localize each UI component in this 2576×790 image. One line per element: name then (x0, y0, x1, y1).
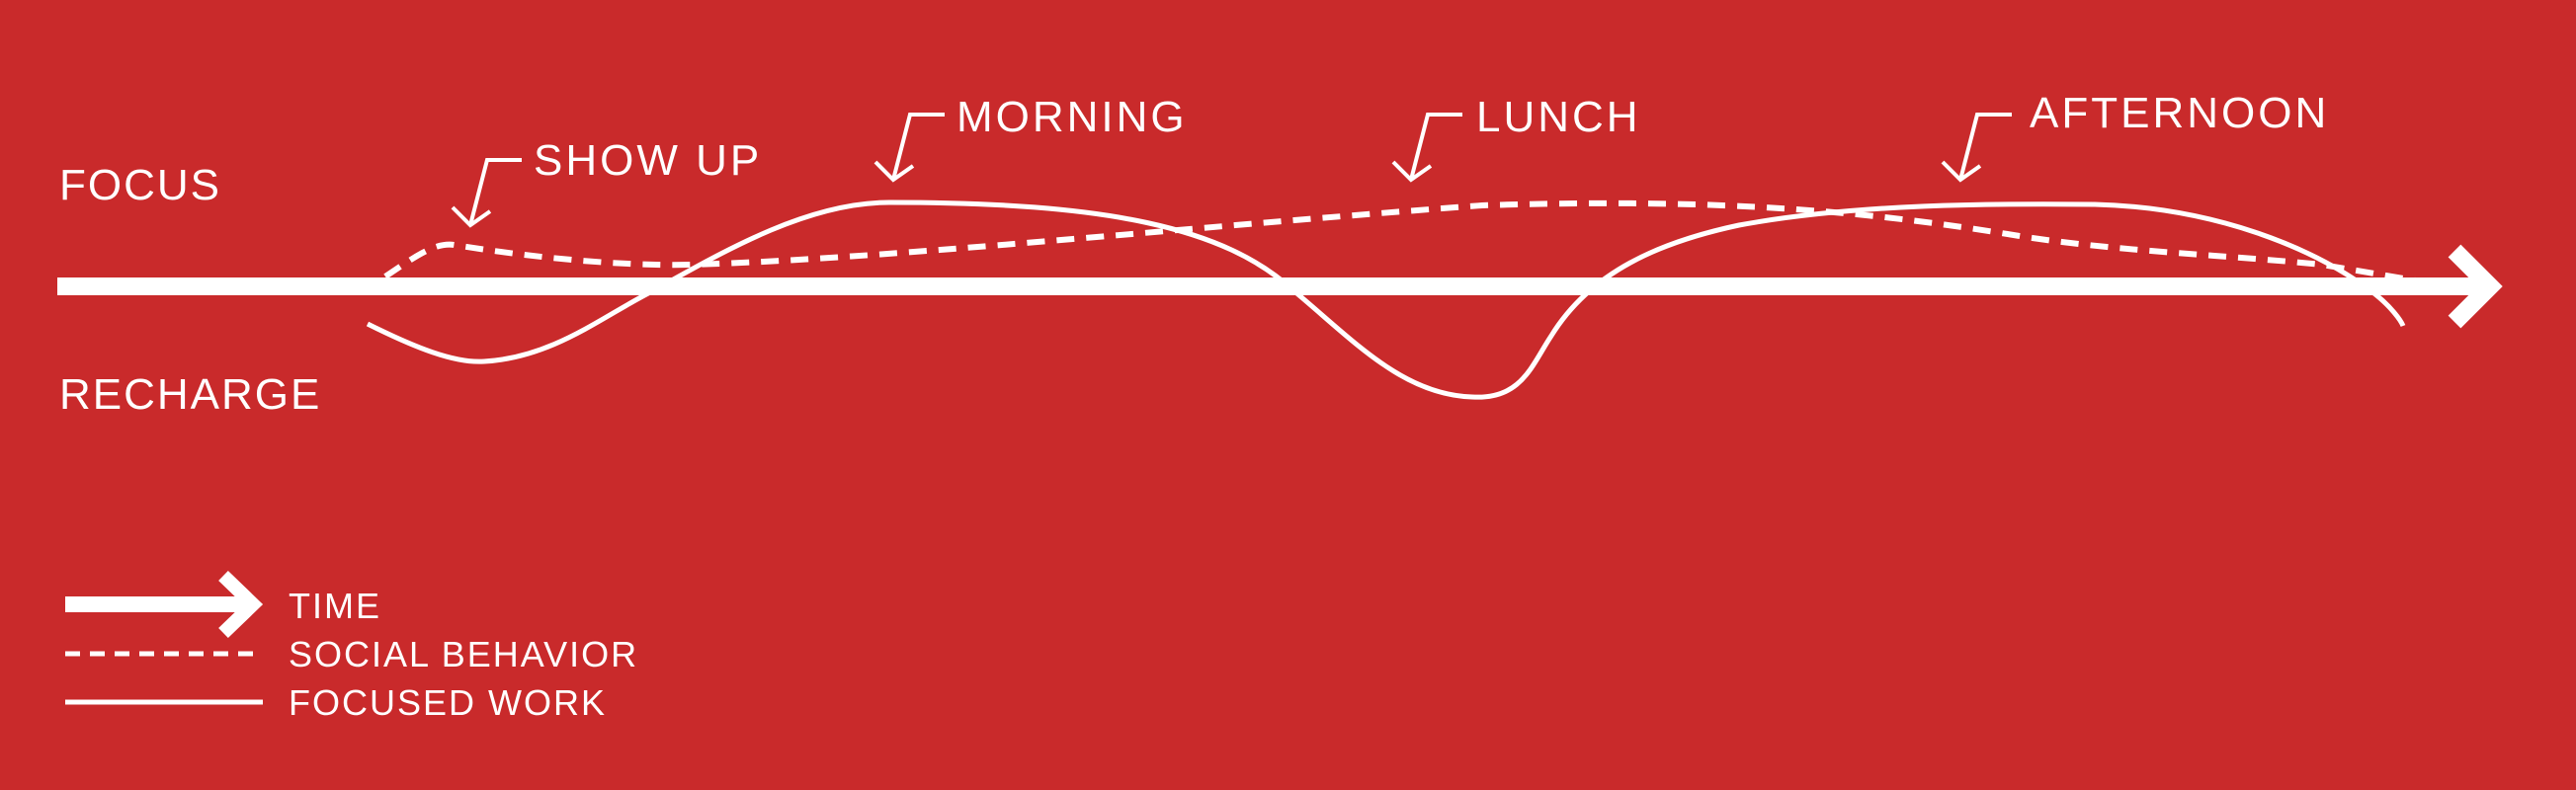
afternoon-label: AFTERNOON (2030, 89, 2330, 137)
focus-axis-label: FOCUS (59, 161, 221, 209)
time-axis-arrowhead (2448, 244, 2503, 329)
legend-time-label: TIME (289, 586, 381, 626)
lunch-label: LUNCH (1476, 93, 1641, 141)
focused-work-curve (366, 199, 2406, 400)
social-behavior-curve (383, 199, 2451, 289)
legend-social-label: SOCIAL BEHAVIOR (289, 634, 639, 674)
recharge-axis-label: RECHARGE (59, 370, 322, 419)
afternoon-callout-arrow (1941, 113, 2012, 183)
show-up-label: SHOW UP (534, 136, 763, 185)
lunch-callout-arrow (1391, 113, 1462, 183)
legend-time-arrowhead (218, 570, 264, 639)
legend-focused-label: FOCUSED WORK (289, 682, 608, 723)
morning-label: MORNING (956, 93, 1188, 141)
show-up-callout-arrow (451, 158, 522, 228)
morning-callout-arrow (873, 113, 945, 183)
